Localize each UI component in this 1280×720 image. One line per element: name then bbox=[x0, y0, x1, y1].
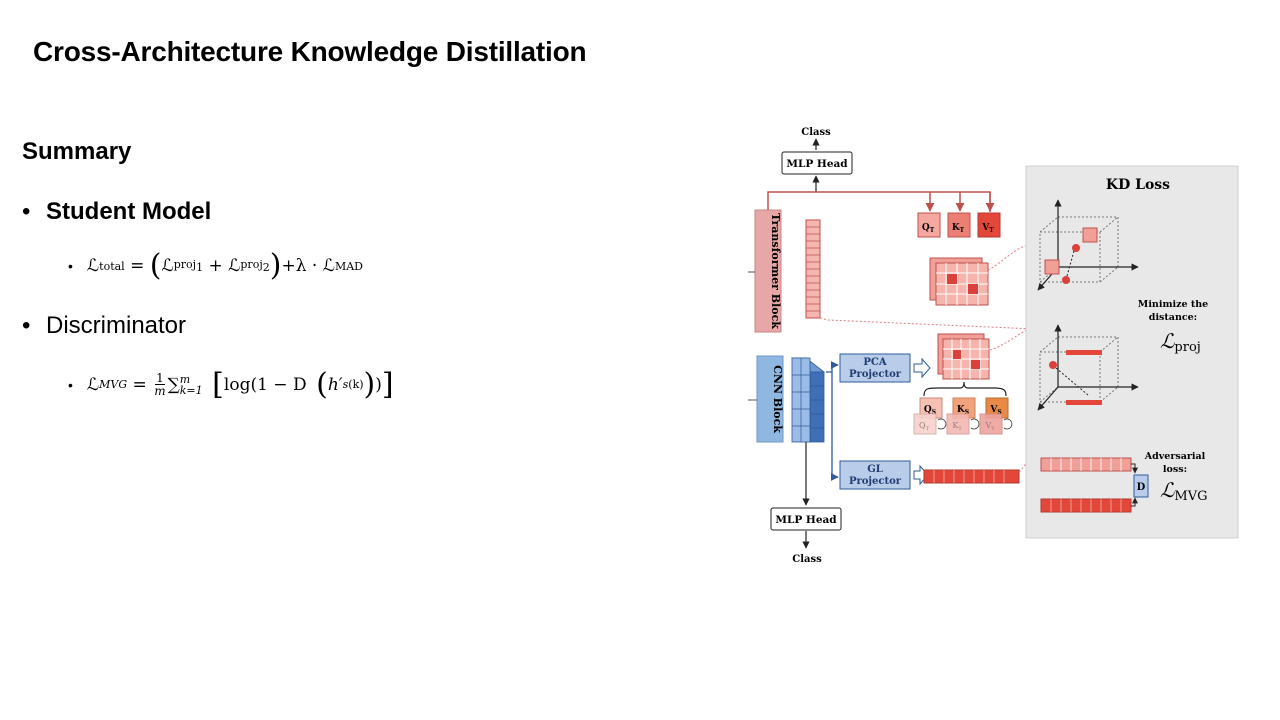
gl-projector bbox=[839, 460, 911, 490]
summary-heading: Summary bbox=[22, 138, 132, 165]
transformer-block-label: Transformer Block bbox=[769, 213, 782, 329]
kt-box bbox=[947, 212, 971, 238]
ks-label: KS bbox=[957, 405, 969, 416]
cnn-feature-cube bbox=[790, 357, 826, 443]
kd-loss-title: KD Loss bbox=[1106, 177, 1170, 193]
transformer-block bbox=[754, 209, 782, 333]
gl-projector-label-2: Projector bbox=[849, 476, 902, 487]
pca-projector bbox=[839, 353, 911, 383]
kt-label: KT bbox=[952, 223, 965, 234]
projection-space-bottom bbox=[1037, 324, 1139, 411]
qt-box bbox=[917, 212, 941, 238]
cnn-block bbox=[756, 355, 784, 443]
vt-box bbox=[977, 212, 1001, 238]
minimize-label-1: Minimize the bbox=[1138, 299, 1208, 310]
gl-token-row bbox=[923, 469, 1020, 484]
transformer-token-column bbox=[805, 219, 821, 319]
minimize-label-2: distance: bbox=[1149, 312, 1197, 323]
projection-space-top bbox=[1037, 199, 1139, 291]
student-attention-map bbox=[937, 333, 990, 380]
svg-text:QT: QT bbox=[919, 421, 930, 432]
vs-label: VS bbox=[989, 405, 1001, 416]
discriminator-label: D bbox=[1137, 482, 1146, 493]
bullet-student-model: • Student Model bbox=[22, 198, 211, 226]
mlp-head-top-label: MLP Head bbox=[786, 158, 848, 170]
bullet-label: Student Model bbox=[46, 198, 212, 225]
slide-title: Cross-Architecture Knowledge Distillatio… bbox=[33, 36, 587, 67]
mlp-head-bottom bbox=[770, 507, 842, 531]
architecture-diagram: Class MLP Head Transformer Block QT KT V… bbox=[748, 127, 1239, 565]
bullet-label: Discriminator bbox=[46, 312, 187, 339]
adversarial-token-rows bbox=[1040, 457, 1132, 513]
discriminator-box bbox=[1133, 474, 1149, 498]
pca-projector-label-1: PCA bbox=[863, 357, 886, 368]
teacher-attention-map bbox=[929, 257, 989, 306]
svg-text:KT: KT bbox=[952, 421, 962, 432]
l-proj-symbol: ℒproj bbox=[1160, 329, 1201, 355]
class-bottom-label: Class bbox=[792, 554, 822, 565]
cnn-block-label: CNN Block bbox=[771, 365, 784, 433]
svg-text:VT: VT bbox=[984, 421, 995, 432]
gl-projector-label-1: GL bbox=[867, 464, 883, 475]
pca-projector-label-2: Projector bbox=[849, 369, 902, 380]
l-mvg-symbol: ℒMVG bbox=[1160, 478, 1208, 504]
adversarial-label-2: loss: bbox=[1163, 464, 1187, 475]
bullet-discriminator: • Discriminator bbox=[22, 312, 186, 340]
qt-label: QT bbox=[922, 223, 935, 234]
mlp-head-bottom-label: MLP Head bbox=[775, 514, 837, 526]
qs-label: QS bbox=[924, 405, 936, 416]
vt-label: VT bbox=[981, 223, 994, 234]
class-top-label: Class bbox=[801, 127, 831, 138]
bullet-dot: • bbox=[22, 198, 31, 225]
mlp-head-top bbox=[781, 151, 853, 175]
bullet-dot: • bbox=[22, 312, 31, 339]
adversarial-label-1: Adversarial bbox=[1144, 451, 1206, 462]
